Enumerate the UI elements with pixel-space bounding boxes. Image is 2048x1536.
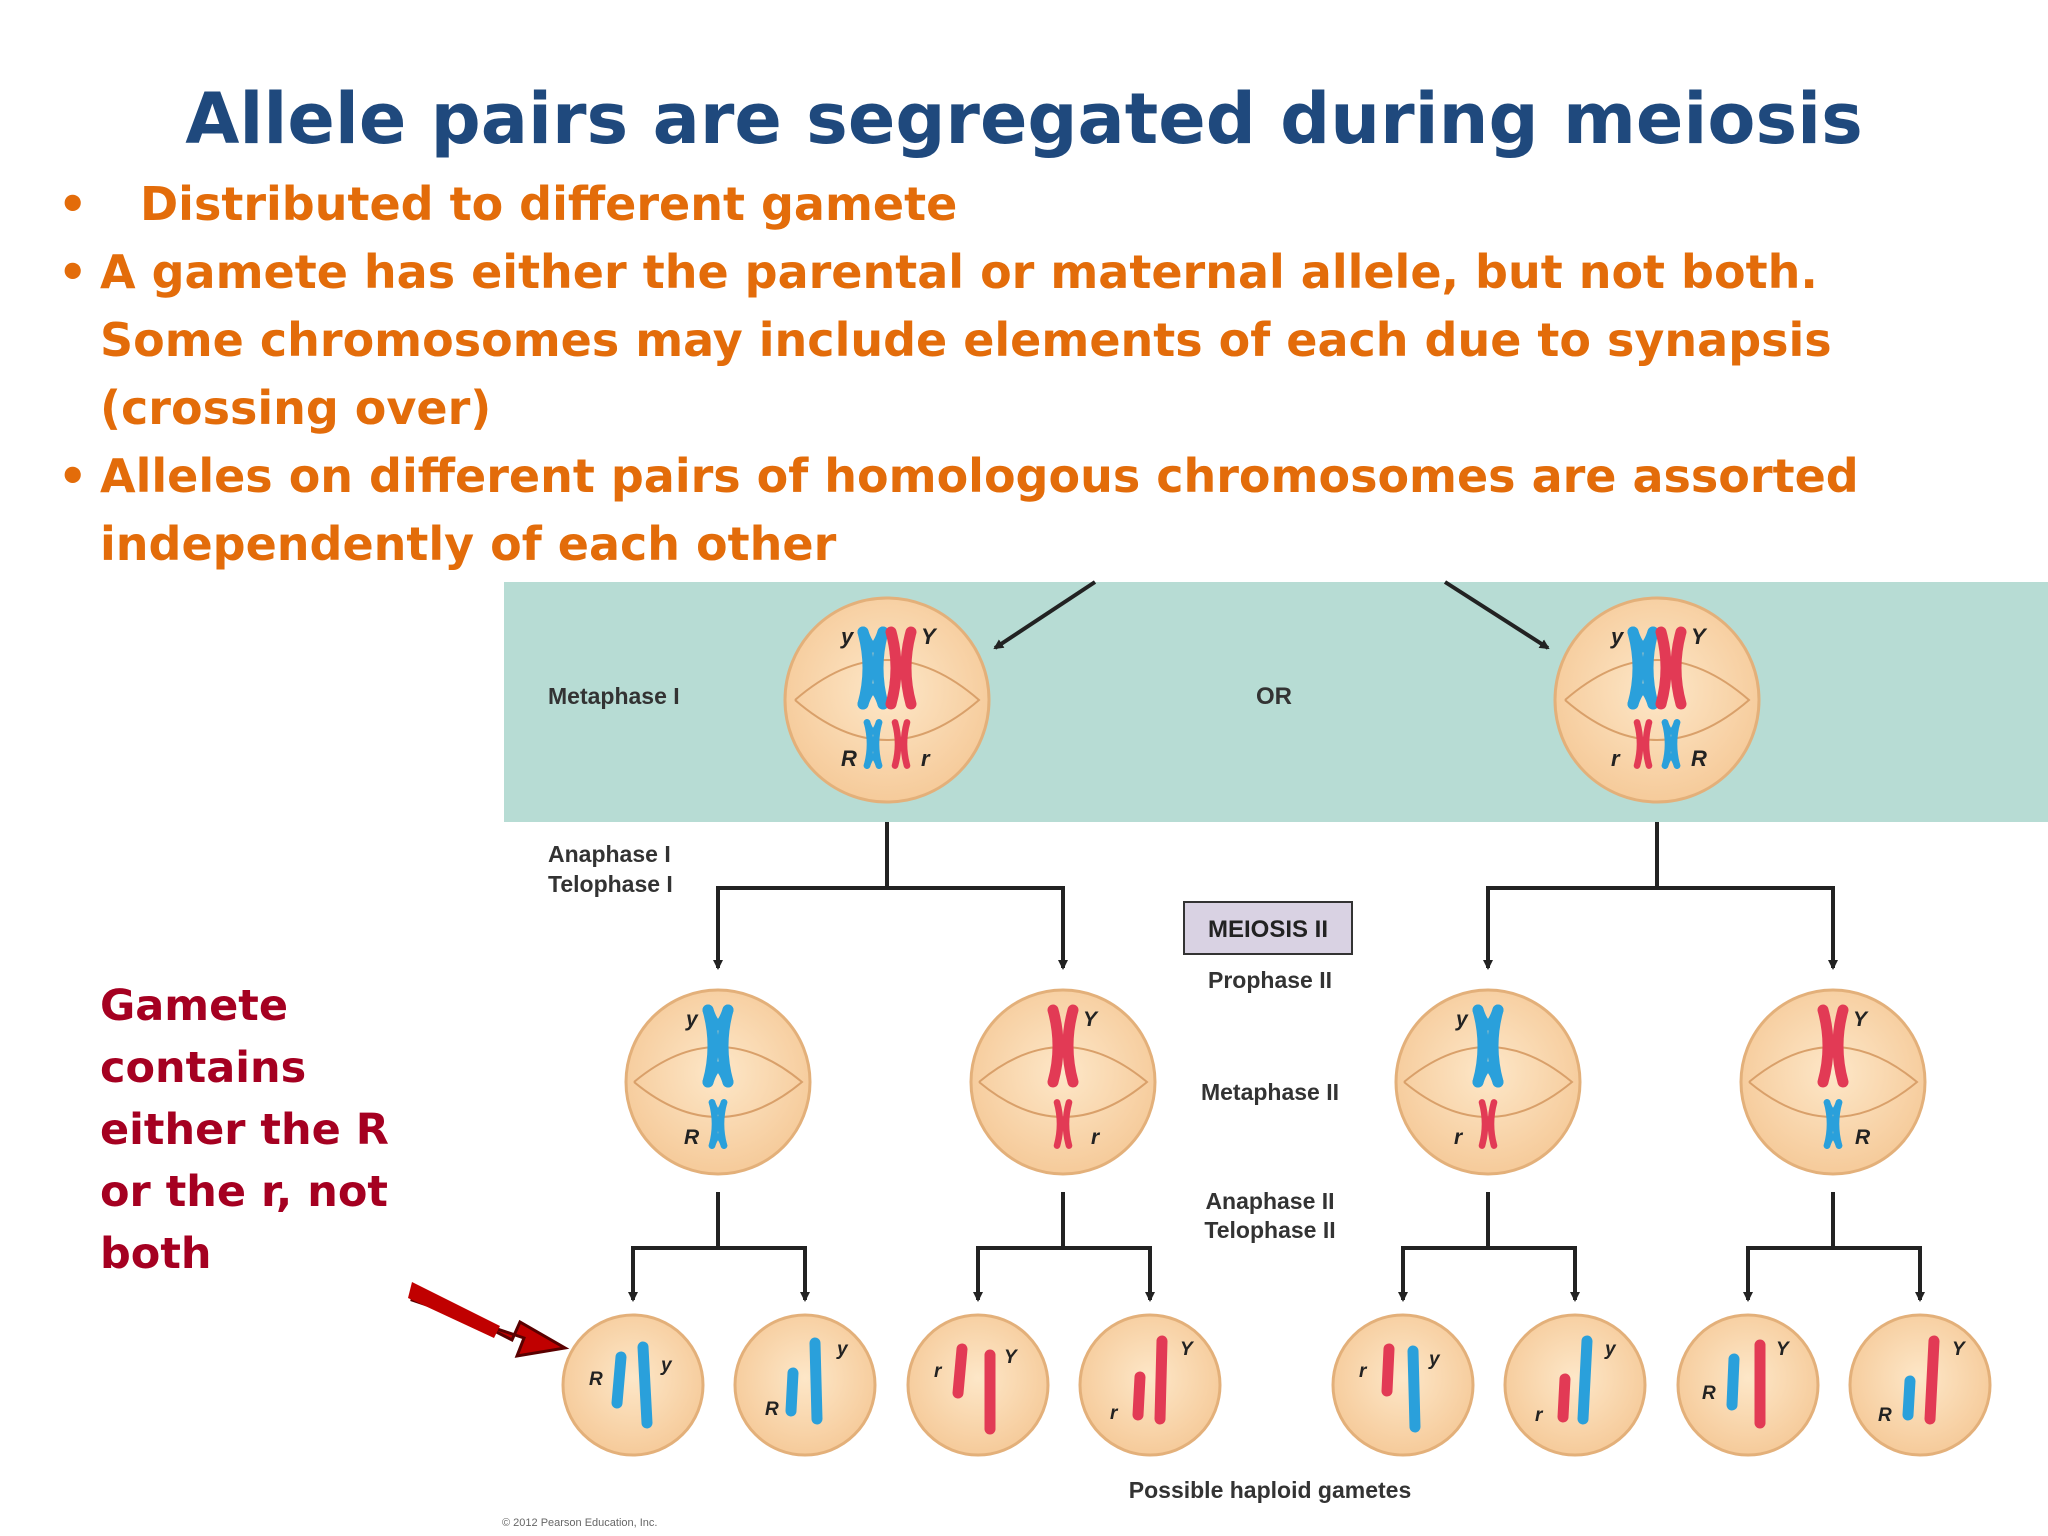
metaphase-band	[504, 582, 2048, 822]
svg-text:R: R	[1878, 1405, 1892, 1426]
gamete-3: r Y	[906, 1313, 1050, 1457]
svg-text:R: R	[1702, 1383, 1716, 1404]
pointer-arrow-icon	[408, 1282, 570, 1358]
svg-text:Y: Y	[1004, 1347, 1019, 1368]
metaphase2-cell-1: y R	[624, 988, 812, 1176]
svg-text:y: y	[1428, 1349, 1441, 1370]
slide-title: Allele pairs are segregated during meios…	[185, 78, 1863, 160]
gamete-5: r y	[1331, 1313, 1475, 1457]
label-anaphase2: Anaphase II	[1205, 1188, 1334, 1214]
gamete-6: r y	[1503, 1313, 1647, 1457]
bullet-item: • Distributed to different gamete	[58, 170, 1958, 238]
label-metaphase1: Metaphase I	[548, 683, 680, 709]
label-telophase2: Telophase II	[1204, 1217, 1335, 1243]
svg-text:y: y	[1604, 1339, 1617, 1360]
svg-text:y: y	[1455, 1008, 1469, 1031]
svg-text:r: r	[1535, 1405, 1544, 1426]
svg-text:y: y	[660, 1355, 673, 1376]
branch-lines-1	[713, 822, 1838, 970]
svg-text:R: R	[684, 1126, 700, 1149]
metaphase1-cell-right: y Y r R	[1553, 596, 1761, 804]
svg-text:r: r	[1091, 1126, 1101, 1149]
top-arrow-left	[993, 580, 1097, 650]
svg-text:r: r	[1454, 1126, 1464, 1149]
top-arrow-right	[1443, 580, 1550, 650]
svg-text:R: R	[1691, 746, 1707, 771]
bullet-list: • Distributed to different gamete • A ga…	[58, 170, 1958, 578]
label-telophase1: Telophase I	[548, 871, 673, 897]
svg-text:Y: Y	[921, 624, 938, 649]
svg-text:Y: Y	[1776, 1339, 1791, 1360]
gamete-1: R y	[561, 1313, 705, 1457]
gamete-7: R Y	[1676, 1313, 1820, 1457]
bullet-text: Alleles on different pairs of homologous…	[100, 449, 1859, 571]
bullet-item: • Alleles on different pairs of homologo…	[58, 442, 1958, 578]
metaphase1-cell-left: y Y R r	[783, 596, 991, 804]
bullet-dot-icon: •	[58, 245, 88, 299]
svg-text:y: y	[840, 624, 855, 649]
label-copyright: © 2012 Pearson Education, Inc.	[502, 1517, 657, 1529]
svg-text:Y: Y	[1180, 1339, 1195, 1360]
gamete-2: R y	[733, 1313, 877, 1457]
branch-lines-2	[628, 1192, 1925, 1302]
gamete-8: R Y	[1848, 1313, 1992, 1457]
side-note: Gamete contains either the R or the r, n…	[100, 981, 389, 1279]
metaphase2-cell-4: Y R	[1739, 988, 1927, 1176]
svg-text:r: r	[1110, 1403, 1119, 1424]
svg-text:r: r	[921, 746, 931, 771]
gamete-4: r Y	[1078, 1313, 1222, 1457]
svg-text:R: R	[841, 746, 857, 771]
svg-text:r: r	[1359, 1361, 1368, 1382]
label-prophase2: Prophase II	[1208, 967, 1332, 993]
svg-text:R: R	[765, 1399, 779, 1420]
bullet-dot-icon: •	[58, 177, 88, 231]
metaphase2-cell-3: y r	[1394, 988, 1582, 1176]
label-gametes: Possible haploid gametes	[1129, 1477, 1411, 1503]
svg-text:Y: Y	[1853, 1008, 1869, 1031]
svg-text:R: R	[589, 1369, 603, 1390]
bullet-dot-icon: •	[58, 449, 88, 503]
svg-text:r: r	[934, 1361, 943, 1382]
meiosis2-box	[1183, 901, 1353, 955]
label-anaphase1: Anaphase I	[548, 841, 671, 867]
svg-text:y: y	[1610, 624, 1625, 649]
svg-text:Y: Y	[1083, 1008, 1099, 1031]
bullet-item: • A gamete has either the parental or ma…	[58, 238, 1958, 442]
label-metaphase2: Metaphase II	[1201, 1079, 1339, 1105]
label-or: OR	[1256, 683, 1292, 710]
svg-text:y: y	[836, 1339, 849, 1360]
label-meiosis2: MEIOSIS II	[1208, 916, 1328, 943]
metaphase2-cell-2: Y r	[969, 988, 1157, 1176]
svg-text:R: R	[1855, 1126, 1871, 1149]
svg-text:Y: Y	[1952, 1339, 1967, 1360]
svg-text:r: r	[1611, 746, 1621, 771]
bullet-text: A gamete has either the parental or mate…	[100, 245, 1832, 435]
svg-text:y: y	[685, 1008, 699, 1031]
bullet-text: Distributed to different gamete	[140, 177, 958, 231]
svg-text:Y: Y	[1691, 624, 1708, 649]
